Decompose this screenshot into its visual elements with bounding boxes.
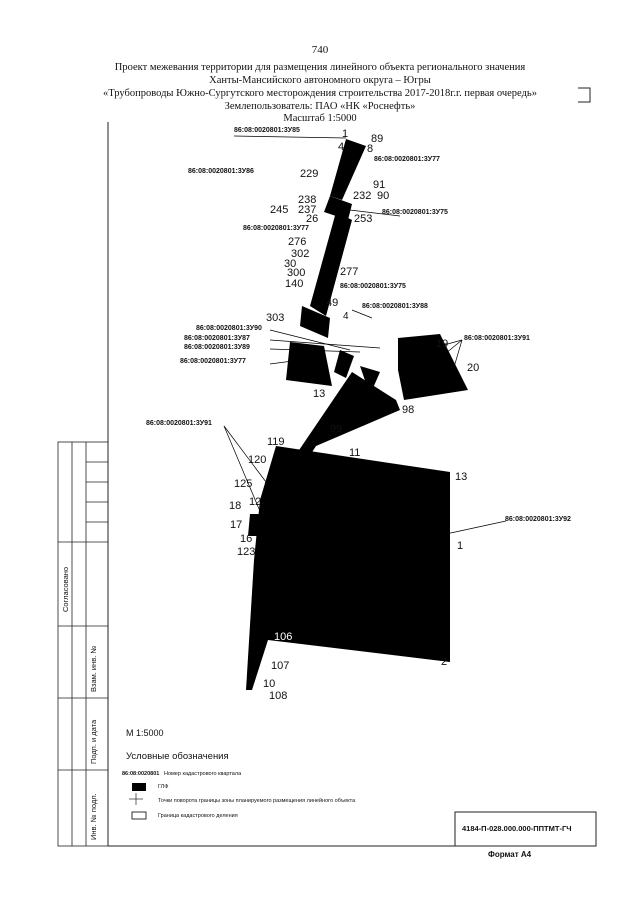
point-number: 4 [343,311,349,322]
point-number: 237 [298,204,317,216]
point-number: 16 [240,533,253,545]
legend-title: Условные обозначения [126,751,229,762]
point-number: 253 [354,213,373,225]
point-number: 303 [266,312,285,324]
legend-label: Граница кадастрового деления [158,813,238,819]
title-line-5: Масштаб 1:5000 [283,113,357,124]
point-number: 229 [300,168,319,180]
point-number: 98 [402,404,415,416]
point-number: 19 [436,338,449,350]
point-number: 277 [340,266,359,278]
point-number: 123 [237,546,256,558]
parcel-label: 86:08:0020801:3У91 [146,420,212,427]
point-number: 106 [274,631,293,643]
side-label-sign-date: Подп. и дата [89,719,98,764]
stamp-code: 4184-П-028.000.000-ППТМТ-ГЧ [462,824,572,833]
point-number: 49 [326,297,339,309]
point-number: 119 [267,436,285,448]
title-line-4: Землепользователь: ПАО «НК «Роснефть» [224,101,416,112]
parcel-label: 86:08:0020801:3У89 [184,344,250,351]
legend-label: Номер кадастрового квартала [164,771,242,777]
point-number: 90 [377,190,390,202]
stamp-format: Формат А4 [488,850,532,859]
parcel-label: 86:08:0020801:3У88 [362,303,428,310]
point-number: 108 [269,690,288,702]
point-number: 107 [271,660,290,672]
point-number: 13 [313,388,326,400]
point-number: 232 [353,190,372,202]
point-number: 20 [467,362,480,374]
point-number: 2 [441,656,448,668]
parcel-label: 86:08:0020801:3У92 [505,516,571,523]
point-number: 89 [371,133,384,145]
point-number: 245 [270,204,289,216]
point-number: 276 [288,236,307,248]
point-number: 8 [367,143,374,155]
point-number: 91 [373,179,386,191]
page-number: 740 [311,44,329,56]
point-number: 140 [285,278,304,290]
point-number: 10 [263,678,276,690]
title-line-3: «Трубопроводы Южно-Сургутского месторожд… [103,88,537,99]
point-number: 18 [229,500,242,512]
point-number: 300 [287,267,306,279]
side-label-agreed: Согласовано [61,566,70,612]
point-number: 125 [234,478,253,490]
parcel-label: 86:08:0020801:3У75 [340,283,406,290]
title-line-1: Проект межевания территории для размещен… [114,62,526,73]
point-number: 4 [338,141,345,153]
point-number: 99 [330,423,343,435]
parcel-label: 86:08:0020801:3У87 [184,335,250,342]
point-number: 1 [457,540,464,552]
parcel-label: 86:08:0020801:3У85 [234,127,300,134]
point-number: 302 [291,248,310,260]
parcel-label: 86:08:0020801:3У77 [243,225,309,232]
title-line-2: Ханты-Мансийского автономного округа – Ю… [209,75,431,86]
point-number: 12 [249,496,262,508]
point-number: 17 [230,519,243,531]
point-number: 11 [349,447,361,459]
parcel-label: 86:08:0020801:3У91 [464,335,530,342]
point-number: 13 [455,471,468,483]
legend-scale: М 1:5000 [126,728,164,738]
legend-symbol-quarter: 86:08:0020801 [122,771,160,777]
parcel-label: 86:08:0020801:3У86 [188,168,254,175]
parcel-label: 86:08:0020801:3У75 [382,209,448,216]
side-label-inv-replace: Взам. инв. № [89,645,98,692]
point-number: 26 [306,213,319,225]
parcel-label: 86:08:0020801:3У77 [374,156,440,163]
parcel-label: 86:08:0020801:3У90 [196,325,262,332]
legend-label: ГЛФ [158,784,169,790]
point-number: 120 [248,454,267,466]
point-number: 1 [342,128,349,140]
legend-label: Точки поворота границы зоны планируемого… [158,798,356,804]
parcel-label: 86:08:0020801:3У77 [180,358,246,365]
point-number: 238 [298,194,317,206]
point-number: 30 [284,258,297,270]
side-label-inv-orig: Инв. № подл. [89,793,98,840]
